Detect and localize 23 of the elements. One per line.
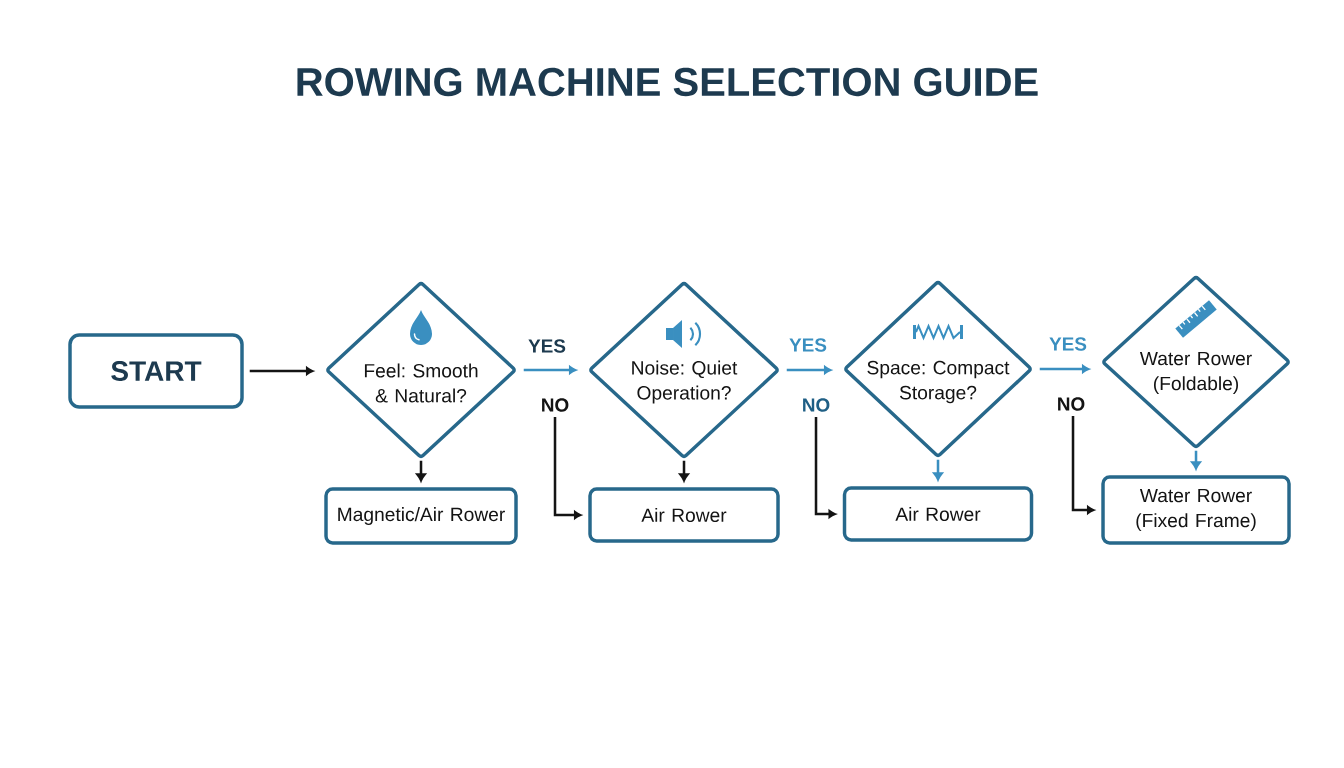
edge-label: YES [526, 337, 568, 355]
edge-label: NO [800, 396, 832, 414]
result-box: Water Rower (Fixed Frame) [1101, 475, 1291, 545]
edge-label: NO [1055, 395, 1087, 413]
arrow [416, 460, 426, 482]
elbow-arrow [553, 417, 582, 520]
edge-label: YES [1047, 335, 1089, 353]
arrow [786, 365, 832, 375]
edge-label: YES [787, 336, 829, 354]
arrow [523, 365, 577, 375]
title: ROWING MACHINE SELECTION GUIDE [297, 67, 1038, 97]
arrow [249, 366, 314, 376]
start-box: START [68, 333, 244, 409]
elbow-arrow [1071, 416, 1095, 515]
arrow [933, 459, 943, 481]
result-box: Air Rower [842, 486, 1034, 542]
result-box: Air Rower [588, 487, 780, 543]
elbow-arrow [814, 417, 837, 519]
edge-label: NO [539, 396, 571, 414]
result-box: Magnetic/Air Rower [324, 487, 518, 545]
arrow [679, 460, 689, 482]
arrow [1039, 364, 1090, 374]
arrow [1191, 450, 1201, 470]
